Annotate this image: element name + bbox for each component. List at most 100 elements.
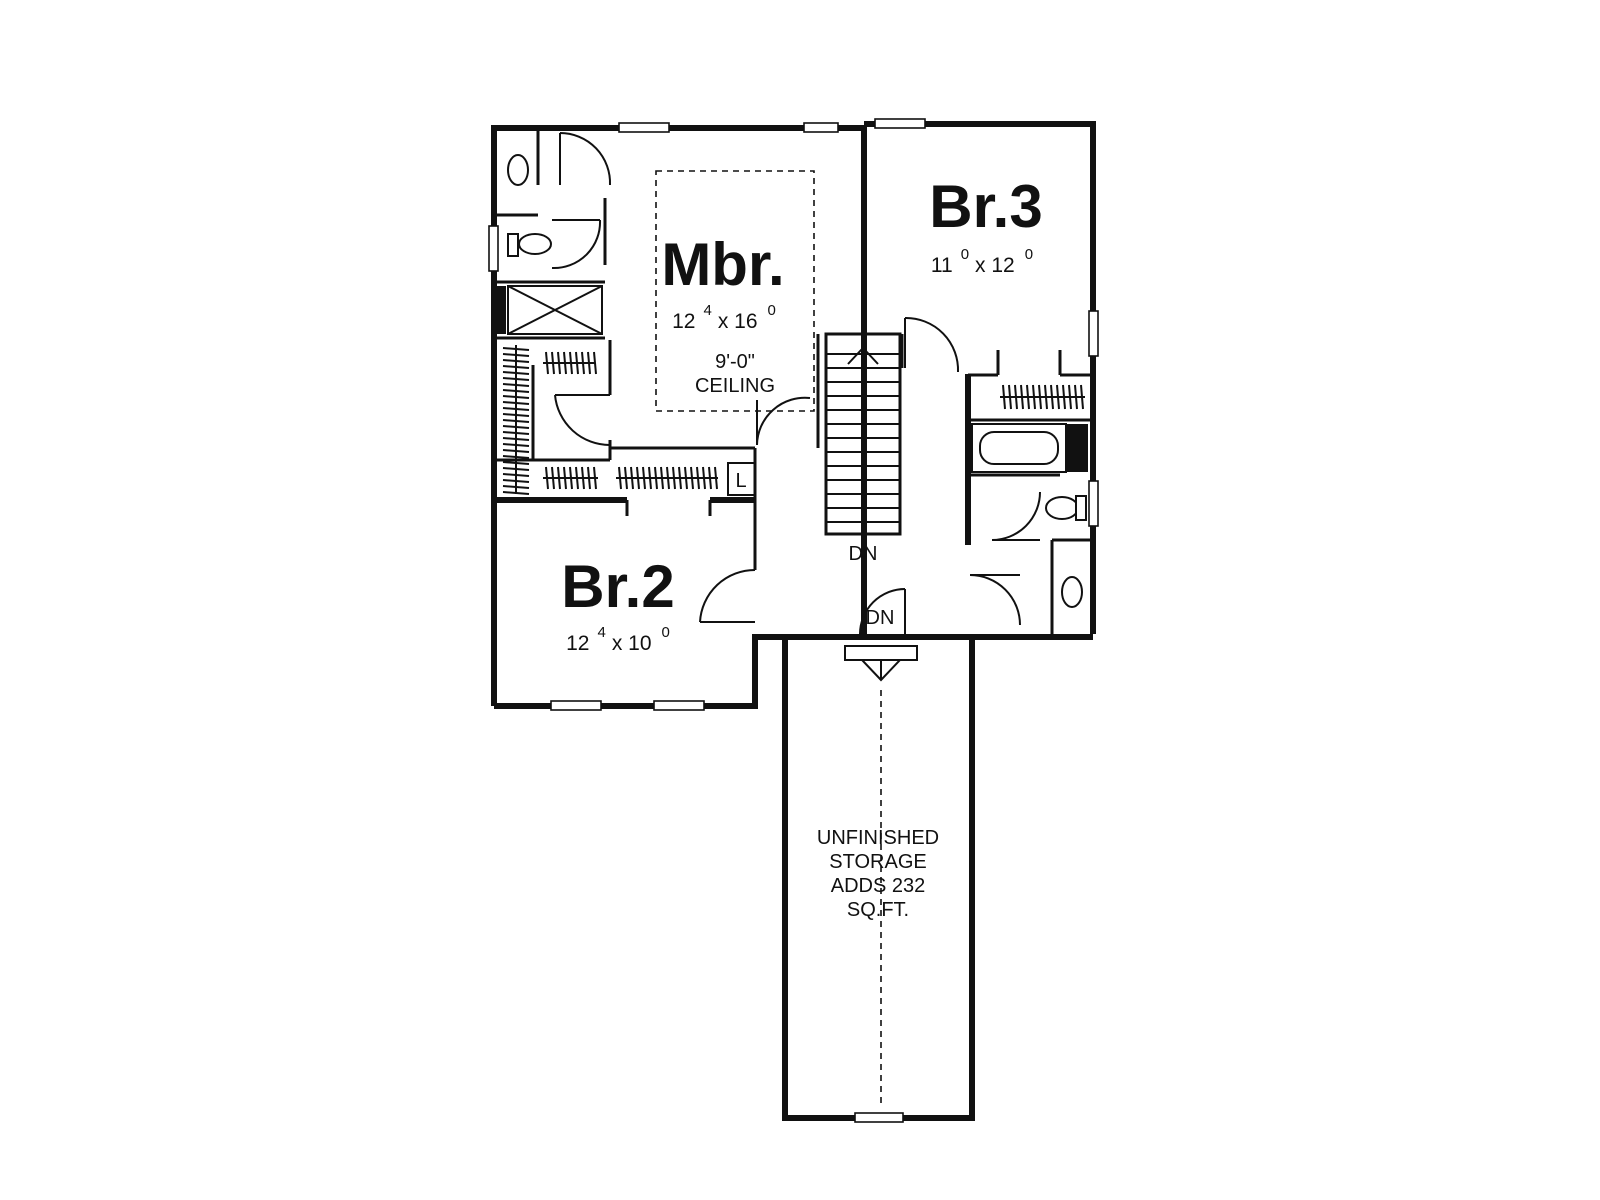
closet-hanger [624,466,628,490]
closet-hanger [502,371,530,375]
linen-label: L [735,470,746,492]
closet-hanger [502,425,530,429]
bath-3-fixtures [971,423,1088,608]
closet-hanger [569,466,573,490]
closet-hanger [557,466,561,490]
closet-hanger [1050,384,1054,410]
closet-hanger [502,467,530,471]
closet-hanger [1044,384,1048,410]
closet-hanger [593,466,597,490]
closet-hanger [1056,384,1060,410]
stair-arrow-up-icon [847,346,879,365]
closet-hanger [502,431,530,435]
closet-hanger [502,413,530,417]
closet-hanger [654,466,658,490]
master-name: Mbr. [661,231,784,298]
closet-shelving [502,345,1085,495]
master-bath-fixtures [496,154,603,335]
closet-hanger [648,466,652,490]
closet-hanger [1032,384,1036,410]
closet-hanger [502,365,530,369]
closet-hanger [502,437,530,441]
storage-line-4: SQ.FT. [847,899,909,921]
closet-hanger [1062,384,1066,410]
closet-hanger [587,351,591,375]
lavatory-icon [1061,576,1083,608]
closet-hanger [551,466,555,490]
closet-hanger [630,466,634,490]
closet-hanger [502,389,530,393]
closet-hanger [502,455,530,459]
main-staircase [816,332,904,536]
closet-hanger [502,353,530,357]
closet-hanger [1068,384,1072,410]
closet-hanger [660,466,664,490]
storage-stair [844,645,918,1108]
closet-hanger [581,351,585,375]
bedroom3-name: Br.3 [929,173,1042,240]
closet-hanger [502,473,530,477]
closet-hanger [575,351,579,375]
storage-line-1: UNFINISHED [817,827,939,849]
closet-hanger [708,466,712,490]
closet-hanger [636,466,640,490]
storage-line-3: ADDS 232 [831,875,926,897]
closet-hanger [1038,384,1042,410]
closet-hanger [581,466,585,490]
closet-hanger [502,419,530,423]
closet-hanger [563,351,567,375]
closet-hanger [587,466,591,490]
closet-hanger [502,407,530,411]
closet-hanger [642,466,646,490]
closet-hanger [1014,384,1018,410]
closet-hanger [714,466,718,490]
closet-hanger [1074,384,1078,410]
master-ceiling-height: 9'-0" [715,351,755,373]
ceiling-outline [655,170,815,412]
closet-hanger [502,377,530,381]
shower-icon [507,285,603,335]
stair-down-label: DN [849,543,878,565]
closet-hanger [690,466,694,490]
closet-hanger [678,466,682,490]
closet-hanger [1002,384,1006,410]
windows [488,118,1099,1123]
closet-hanger [551,351,555,375]
closet-hanger [545,351,549,375]
closet-hanger [502,485,530,489]
closet-hanger [593,351,597,375]
closet-hanger [502,401,530,405]
master-ceiling-label: CEILING [695,375,775,397]
closet-hanger [502,491,530,495]
closet-hanger [569,351,573,375]
closet-hanger [502,359,530,363]
closet-hanger [1020,384,1024,410]
lavatory-icon [507,154,529,186]
toilet-icon [518,233,552,255]
closet-hanger [502,347,530,351]
closet-hanger [502,461,530,465]
storage-line-2: STORAGE [829,851,926,873]
closet-hanger [545,466,549,490]
interior-walls [494,130,1091,634]
storage-label: UNFINISHED STORAGE ADDS 232 SQ.FT. [817,827,939,921]
closet-hanger [575,466,579,490]
bedroom2-name: Br.2 [561,553,674,620]
closet-hanger [502,449,530,453]
closet-hanger [502,383,530,387]
closet-hanger [502,479,530,483]
storage-stair-down-label: DN [866,607,895,629]
closet-hanger [563,466,567,490]
bathtub-icon [971,423,1067,473]
closet-hanger [557,351,561,375]
closet-hanger [672,466,676,490]
closet-hanger [1026,384,1030,410]
door-swings [551,132,1041,635]
closet-hanger [1008,384,1012,410]
closet-hanger [502,395,530,399]
